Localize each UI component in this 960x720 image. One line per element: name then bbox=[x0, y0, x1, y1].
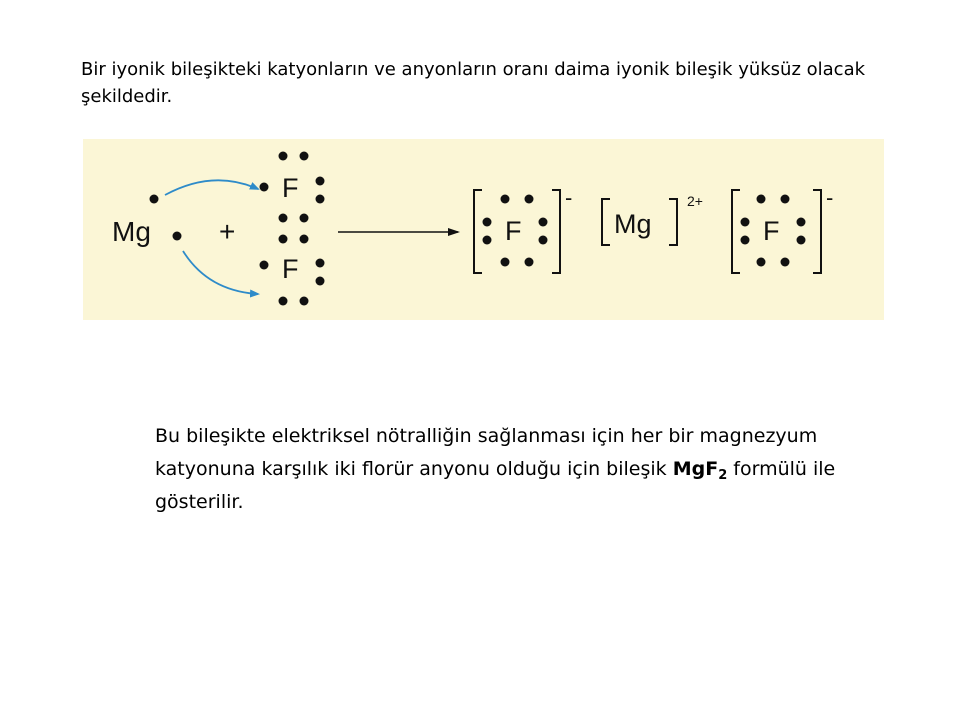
anion2-electron bbox=[796, 235, 806, 245]
cation-charge: 2+ bbox=[687, 193, 703, 209]
anion2-left-bracket bbox=[731, 189, 740, 274]
anion1-right-bracket bbox=[552, 189, 561, 274]
explanation-paragraph: Bu bileşikte elektriksel nötralliğin sağ… bbox=[155, 420, 855, 519]
f2-lone-pair bbox=[315, 258, 325, 268]
explanation-text-start: Bu bileşikte elektriksel nötralliğin sağ… bbox=[155, 425, 818, 480]
compound-formula: MgF2 bbox=[672, 458, 728, 483]
anion1-electron bbox=[482, 217, 492, 227]
f1-lone-pair bbox=[278, 151, 288, 161]
anion2-right-bracket bbox=[813, 189, 822, 274]
anion2-charge: - bbox=[826, 185, 833, 210]
lewis-reaction-diagram: Mg + F F F bbox=[83, 139, 884, 320]
anion1-symbol: F bbox=[505, 216, 522, 246]
f2-symbol: F bbox=[282, 254, 299, 284]
f2-lone-pair bbox=[278, 296, 288, 306]
explanation-text-end: formülü ile gösterilir. bbox=[155, 458, 836, 513]
f2-electron bbox=[259, 260, 269, 270]
cation-left-bracket bbox=[601, 198, 610, 246]
anion2-electron bbox=[780, 194, 790, 204]
f2-lone-pair bbox=[299, 296, 309, 306]
anion1-electron bbox=[500, 257, 510, 267]
electron-transfer-arrow-top bbox=[164, 179, 260, 196]
anion2-electron bbox=[740, 235, 750, 245]
anion1-electron bbox=[524, 257, 534, 267]
f1-lone-pair bbox=[315, 194, 325, 204]
slide-title: Bir iyonik bileşikteki katyonların ve an… bbox=[81, 59, 866, 107]
mg-reactant-symbol: Mg bbox=[112, 216, 151, 247]
mg-valence-electron bbox=[172, 231, 182, 241]
f1-electron bbox=[259, 182, 269, 192]
formula-subscript: 2 bbox=[718, 468, 728, 483]
f2-lone-pair bbox=[315, 276, 325, 286]
anion1-electron bbox=[500, 194, 510, 204]
anion1-electron bbox=[538, 217, 548, 227]
anion1-charge: - bbox=[565, 185, 572, 210]
anion2-electron bbox=[780, 257, 790, 267]
reaction-svg: Mg + F F F bbox=[112, 151, 833, 306]
anion2-electron bbox=[756, 257, 766, 267]
anion2-symbol: F bbox=[763, 216, 780, 246]
anion2-electron bbox=[756, 194, 766, 204]
f1-symbol: F bbox=[282, 173, 299, 203]
f2-lone-pair bbox=[278, 234, 288, 244]
mg-valence-electron bbox=[149, 194, 159, 204]
f2-lone-pair bbox=[299, 234, 309, 244]
anion2-electron bbox=[796, 217, 806, 227]
f1-lone-pair bbox=[315, 176, 325, 186]
f1-lone-pair bbox=[299, 151, 309, 161]
f1-lone-pair bbox=[299, 213, 309, 223]
cation-right-bracket bbox=[669, 198, 678, 246]
plus-sign: + bbox=[219, 216, 235, 247]
formula-main: MgF bbox=[672, 458, 719, 480]
anion1-electron bbox=[524, 194, 534, 204]
anion2-electron bbox=[740, 217, 750, 227]
electron-transfer-arrow-bottom bbox=[182, 250, 260, 298]
f1-lone-pair bbox=[278, 213, 288, 223]
anion1-left-bracket bbox=[473, 189, 482, 274]
anion1-electron bbox=[538, 235, 548, 245]
anion1-electron bbox=[482, 235, 492, 245]
cation-symbol: Mg bbox=[614, 209, 652, 239]
